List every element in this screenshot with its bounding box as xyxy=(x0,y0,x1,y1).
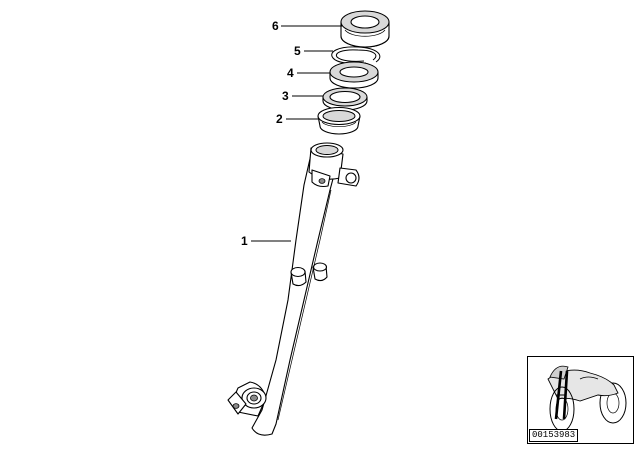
motorcycle-thumbnail xyxy=(547,365,627,432)
callout-6[interactable]: 6 xyxy=(272,19,279,33)
callout-3[interactable]: 3 xyxy=(282,89,289,103)
callout-1[interactable]: 1 xyxy=(241,234,248,248)
callout-4[interactable]: 4 xyxy=(287,66,294,80)
leader-lines xyxy=(251,25,342,242)
reference-number: 00153983 xyxy=(529,429,579,442)
callout-2[interactable]: 2 xyxy=(276,112,283,126)
part-5-circlip[interactable] xyxy=(331,46,381,65)
location-inset: 00153983 xyxy=(527,356,634,444)
part-2-bushing[interactable] xyxy=(317,106,361,135)
callout-5[interactable]: 5 xyxy=(294,44,301,58)
part-3-bearing-ring[interactable] xyxy=(322,87,368,111)
callout-labels: 6 5 4 3 2 1 xyxy=(241,19,301,248)
part-6-dust-cover[interactable] xyxy=(340,10,390,48)
part-1-fork-slider[interactable] xyxy=(227,142,360,436)
part-4-seal-ring[interactable] xyxy=(329,61,379,89)
